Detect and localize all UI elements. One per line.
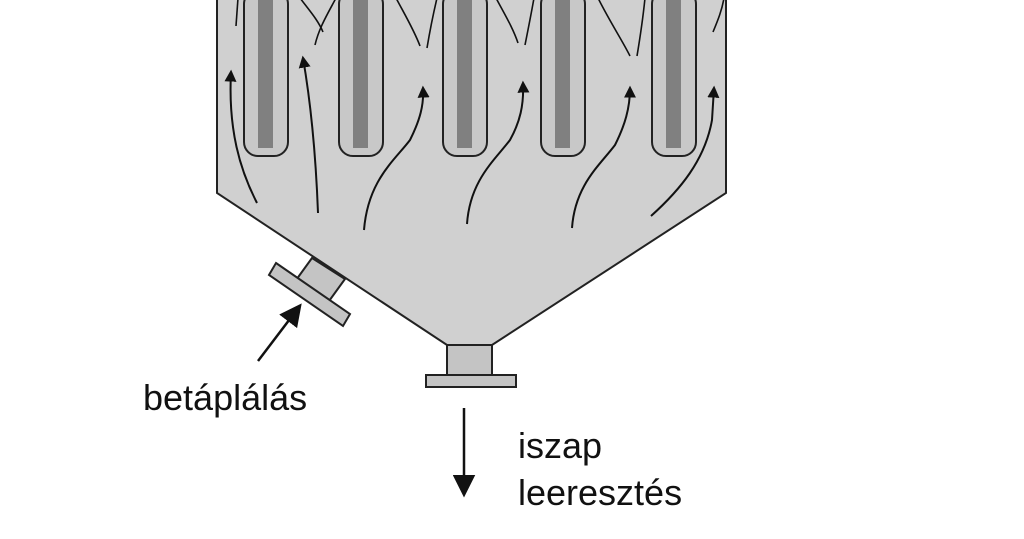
flow-line-top-7 bbox=[524, 0, 535, 46]
feed-label: betáplálás bbox=[143, 377, 308, 418]
flow-arrow-3 bbox=[363, 85, 430, 231]
flow-line-top-3 bbox=[314, 0, 336, 46]
tube-5 bbox=[651, 0, 697, 157]
flow-arrow-5 bbox=[571, 85, 636, 229]
sludge-label-line2: leeresztés bbox=[518, 472, 683, 513]
flow-line-top-10 bbox=[712, 0, 725, 33]
feed-arrow bbox=[257, 303, 302, 362]
flow-arrow-4 bbox=[466, 80, 530, 225]
flow-line-top-1 bbox=[235, 0, 239, 27]
flow-arrow-2 bbox=[298, 55, 319, 214]
tube-2 bbox=[338, 0, 384, 157]
sludge-outlet-nozzle bbox=[425, 344, 517, 388]
flow-line-top-8 bbox=[598, 0, 631, 57]
flow-line-top-5 bbox=[426, 0, 438, 49]
flow-line-top-6 bbox=[496, 0, 519, 44]
flow-arrow-1 bbox=[224, 69, 258, 204]
feed-nozzle bbox=[267, 256, 352, 328]
tube-4 bbox=[540, 0, 586, 157]
tube-1 bbox=[243, 0, 289, 157]
flow-line-top-4 bbox=[396, 0, 421, 47]
flow-arrow-6 bbox=[650, 85, 720, 217]
flow-line-top-2 bbox=[300, 0, 324, 33]
sludge-label-line1: iszap bbox=[518, 425, 603, 466]
tube-3 bbox=[442, 0, 488, 157]
flow-line-top-9 bbox=[636, 0, 646, 57]
